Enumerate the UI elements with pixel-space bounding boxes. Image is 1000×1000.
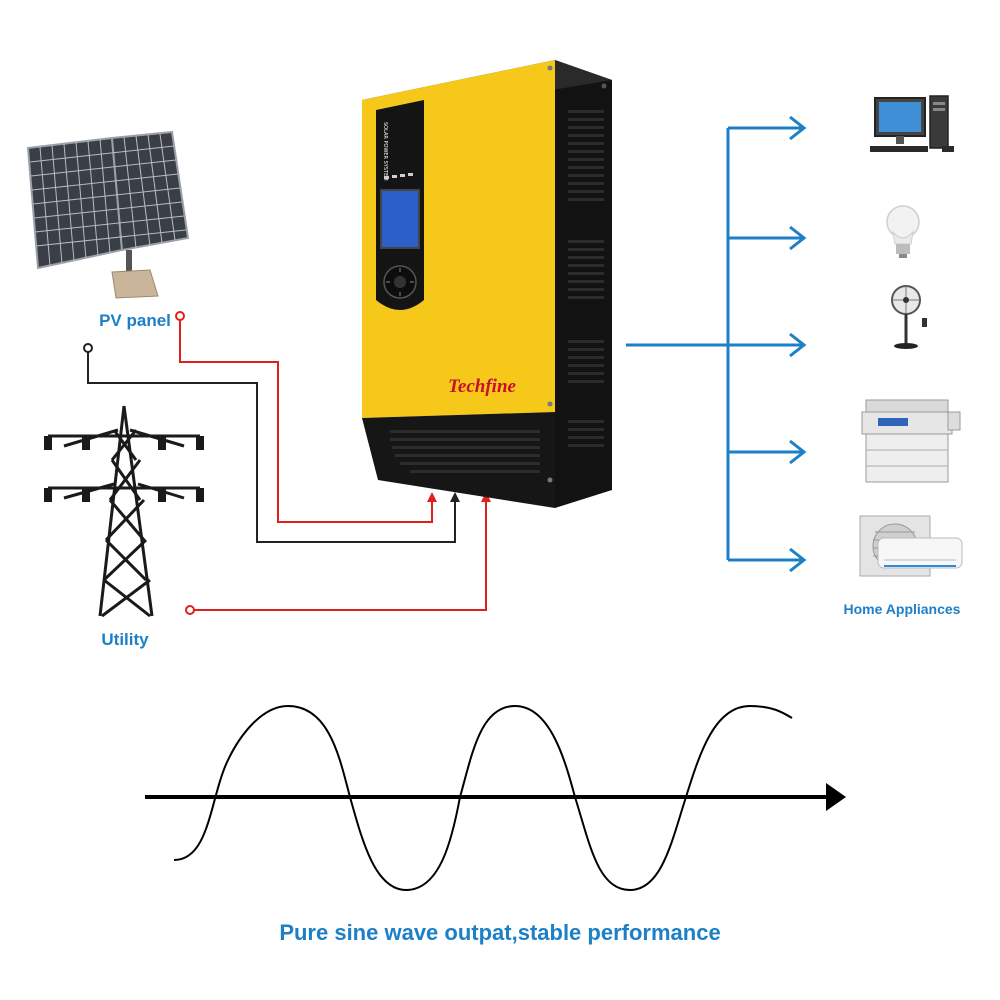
inverter-unit: SOLAR POWER SYSTEM Techfine: [362, 60, 612, 508]
utility-terminal: [185, 605, 195, 615]
output-distribution: [626, 115, 807, 573]
ground-wire: [87, 350, 456, 543]
ground-arrowhead: [450, 492, 460, 502]
sine-wave-illustration: [145, 704, 846, 892]
utility-wire: [190, 500, 487, 611]
indicator-leds: [384, 173, 413, 179]
insulator-icons: [44, 436, 204, 502]
axis-arrowhead: [826, 783, 846, 811]
fan-icon: [891, 285, 927, 349]
panel-title-text: SOLAR POWER SYSTEM: [382, 122, 388, 181]
caption-text: Pure sine wave outpat,stable performance: [279, 920, 720, 945]
pv-terminal: [175, 311, 185, 321]
brand-logo: Techfine: [448, 376, 516, 397]
dial-center-button[interactable]: [394, 276, 406, 288]
utility-label: Utility: [101, 630, 149, 649]
computer-icon: [870, 95, 954, 152]
sine-wave: [173, 704, 793, 892]
input-wiring: [87, 316, 487, 611]
air-conditioner-icon: [859, 515, 963, 577]
pv-panel-label: PV panel: [99, 311, 171, 330]
power-tower-icon: [48, 405, 200, 618]
lcd-screen: [380, 189, 420, 249]
home-appliances-label: Home Appliances: [844, 601, 961, 617]
pv-wire: [179, 316, 433, 523]
solar-panel-icon: [26, 130, 190, 299]
pv-arrowhead: [427, 492, 437, 502]
copier-icon: [861, 399, 961, 483]
light-bulb-icon: [886, 205, 920, 258]
black-terminal: [83, 343, 93, 353]
